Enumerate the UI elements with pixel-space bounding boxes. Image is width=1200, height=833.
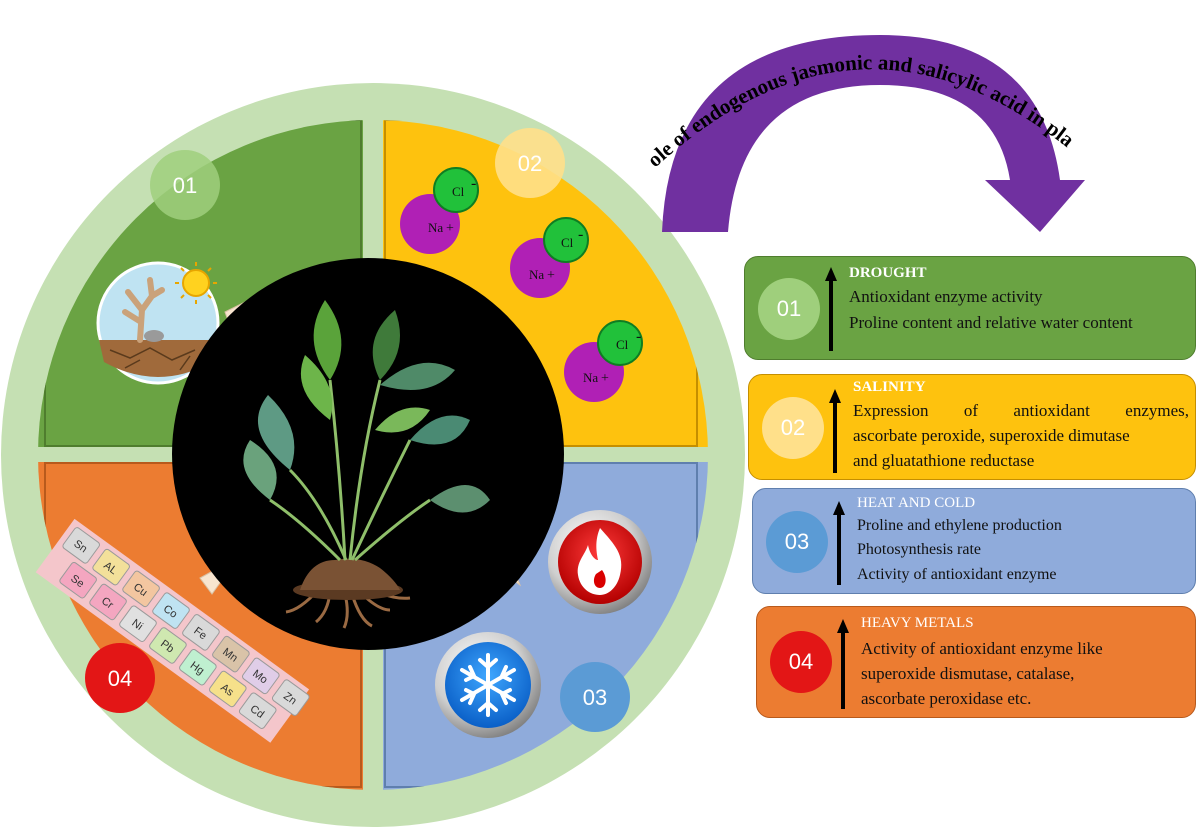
card-salinity: 02 SALINITY Expression of antioxidant en… [748, 374, 1196, 480]
center-disc [172, 258, 564, 650]
card-drought-number: 01 [758, 278, 820, 340]
card-heat-cold: 03 HEAT AND COLD Proline and ethylene pr… [752, 488, 1196, 594]
salt-ion-1: Na Cl + - [400, 167, 479, 254]
label-02: 02 [495, 128, 565, 198]
fire-icon [548, 510, 652, 614]
label-01-text: 01 [173, 173, 197, 198]
element-tile [238, 692, 277, 729]
snowflake-icon [435, 632, 541, 738]
card-drought-line: Antioxidant enzyme activity [849, 287, 1043, 306]
label-04-text: 04 [108, 666, 132, 691]
card-salinity-line: Expression of antioxidant enzymes, [853, 401, 1189, 420]
svg-text:Cl: Cl [452, 184, 465, 199]
card-heat-cold-number: 03 [766, 511, 828, 573]
element-tile [92, 548, 130, 586]
up-arrow-icon [837, 619, 849, 709]
element-tile [152, 592, 190, 629]
element-tile [271, 679, 310, 716]
element-tile [149, 627, 187, 664]
card-drought-title: DROUGHT [849, 265, 927, 281]
card-drought-line: Proline content and relative water conte… [849, 313, 1133, 332]
element-tile [122, 570, 160, 608]
label-04: 04 [85, 643, 155, 713]
cation-charge: + [601, 371, 609, 386]
label-02-text: 02 [518, 151, 542, 176]
card-heavy-metals-line: superoxide dismutase, catalase, [861, 664, 1075, 683]
plant-icon [243, 300, 490, 629]
card-heavy-metals: 04 HEAVY METALS Activity of antioxidant … [756, 606, 1196, 718]
up-arrow-icon [833, 501, 845, 585]
card-heat-cold-title: HEAT AND COLD [857, 495, 976, 511]
element-tile [209, 670, 247, 708]
label-01: 01 [150, 150, 220, 220]
element-tile [119, 605, 157, 642]
salt-ion-3: Na Cl + - [564, 320, 643, 402]
card-heat-cold-line: Proline and ethylene production [857, 517, 1062, 534]
svg-text:Na: Na [583, 370, 598, 385]
up-arrow-icon [825, 267, 837, 351]
cation-charge: + [446, 221, 454, 236]
element-tile [179, 648, 217, 686]
card-heavy-metals-line: ascorbate peroxidase etc. [861, 689, 1032, 708]
svg-text:Na: Na [428, 220, 443, 235]
card-heat-cold-line: Activity of antioxidant enzyme [857, 566, 1057, 583]
svg-text:Na: Na [529, 267, 544, 282]
element-tile [212, 635, 250, 673]
label-03-text: 03 [583, 685, 607, 710]
anion-charge: - [578, 226, 583, 243]
element-tile [242, 657, 280, 695]
card-salinity-line: and gluatathione reductase [853, 451, 1035, 470]
card-salinity-number: 02 [762, 397, 824, 459]
card-salinity-title: SALINITY [853, 379, 926, 395]
svg-text:Cl: Cl [616, 337, 629, 352]
anion-charge: - [471, 175, 476, 192]
up-arrow-icon [829, 389, 841, 473]
card-heavy-metals-title: HEAVY METALS [861, 615, 974, 631]
label-03: 03 [560, 662, 630, 732]
card-heavy-metals-line: Activity of antioxidant enzyme like [861, 639, 1103, 658]
card-heat-cold-line: Photosynthesis rate [857, 541, 981, 558]
svg-text:Cl: Cl [561, 235, 574, 250]
element-tile [89, 583, 127, 621]
drought-scene-icon [96, 261, 220, 385]
card-salinity-line: ascorbate peroxide, superoxide dimutase [853, 426, 1130, 445]
curved-arrow [662, 35, 1085, 232]
element-tile [62, 527, 100, 564]
anion-charge: - [636, 328, 641, 345]
salt-ion-2: Na Cl + - [510, 217, 589, 298]
element-tile [182, 614, 220, 651]
element-tile [59, 561, 97, 599]
card-heavy-metals-number: 04 [770, 631, 832, 693]
card-drought: 01 DROUGHT Antioxidant enzyme activity P… [744, 256, 1196, 360]
cation-charge: + [547, 268, 555, 283]
